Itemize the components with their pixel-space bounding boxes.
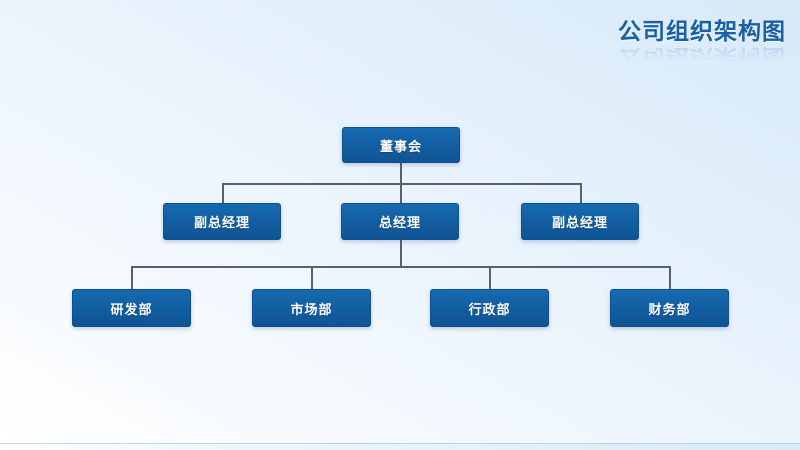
- org-node-general-manager: 总经理: [341, 203, 459, 240]
- org-node-rd-dept: 研发部: [72, 289, 191, 327]
- connector-level3-drop-3: [489, 266, 491, 290]
- page-title-reflection: 公司组织架构图: [618, 44, 786, 70]
- connector-level2-drop-right: [580, 183, 582, 204]
- connector-level3-drop-1: [131, 266, 133, 290]
- connector-gm-stem: [400, 240, 402, 267]
- connector-level3-bar: [131, 266, 670, 268]
- connector-level2-drop-left: [222, 183, 224, 204]
- slide-title-block: 公司组织架构图 公司组织架构图: [618, 12, 786, 77]
- page-title: 公司组织架构图: [618, 19, 786, 45]
- connector-root-stem: [400, 162, 402, 184]
- org-node-deputy-gm-right: 副总经理: [521, 203, 639, 240]
- connector-level2-drop-center: [400, 183, 402, 204]
- connector-level3-drop-2: [311, 266, 313, 290]
- org-node-finance-dept: 财务部: [610, 289, 729, 327]
- org-node-admin-dept: 行政部: [430, 289, 549, 327]
- footer-band: [0, 443, 800, 450]
- connector-level3-drop-4: [669, 266, 671, 290]
- org-node-deputy-gm-left: 副总经理: [163, 203, 281, 240]
- org-node-marketing-dept: 市场部: [252, 289, 371, 327]
- org-node-board: 董事会: [342, 127, 460, 163]
- connector-level2-bar: [222, 183, 581, 185]
